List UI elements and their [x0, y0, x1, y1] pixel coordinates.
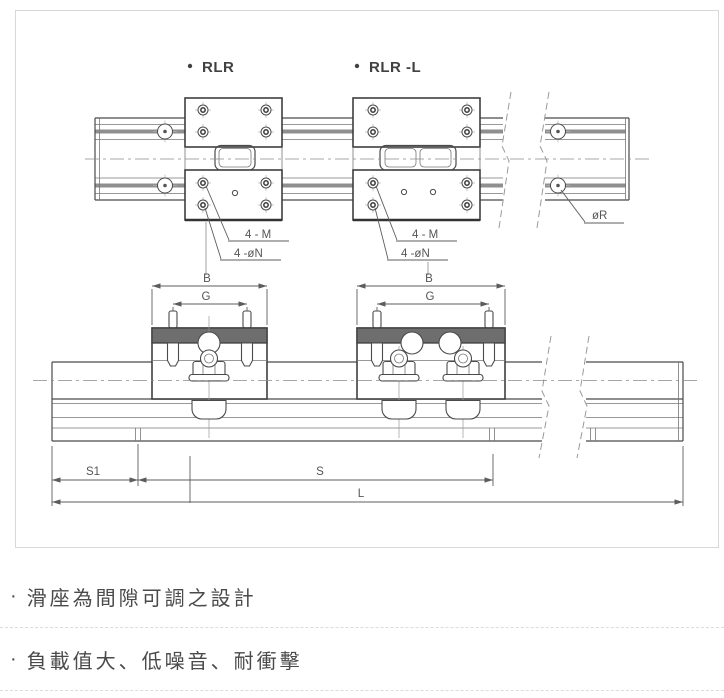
variant-label-rlr-l: RLR -L — [354, 59, 421, 76]
bullet-dot-icon — [354, 63, 360, 69]
adjustment-window — [214, 144, 256, 171]
roller — [438, 331, 462, 355]
carriage-bottom-plate — [352, 169, 481, 221]
carriage-rlr-l-front — [356, 310, 506, 438]
bolt-hole — [459, 197, 475, 213]
svg-text:4 -øN: 4 -øN — [234, 248, 263, 260]
svg-text:G: G — [426, 291, 435, 303]
variant-name: RLR -L — [369, 59, 421, 76]
label-4on-rlr: 4 -øN — [204, 207, 281, 261]
rail-groove — [95, 129, 503, 134]
top-view: 4 - M 4 -øN 4 - M 4 -øN øR — [85, 91, 652, 275]
roller — [400, 331, 424, 355]
bolt-hole — [365, 197, 381, 213]
bolt-hole — [459, 175, 475, 191]
svg-text:4 -øN: 4 -øN — [401, 248, 430, 260]
center-hole — [400, 188, 408, 196]
dim-g-rlr-l: G — [376, 291, 490, 311]
technical-drawing: RLR RLR -L — [33, 59, 700, 506]
dim-b-rlr: B — [151, 273, 268, 325]
label-4m-rlr-l: 4 - M — [375, 185, 457, 242]
bolt-hole — [195, 102, 211, 118]
feature-list: · 滑座為間隙可調之設計 · 負載值大、低噪音、耐衝擊 — [0, 565, 724, 691]
dim-g-rlr: G — [172, 291, 248, 311]
dimensions: B G B G S — [51, 273, 684, 506]
feature-item: · 負載值大、低噪音、耐衝擊 — [0, 628, 724, 691]
variant-label-rlr: RLR — [187, 59, 234, 76]
carriage-rlr-l-top — [352, 97, 481, 222]
shaft-screw-head — [546, 174, 570, 197]
bolt-hole — [258, 102, 274, 118]
svg-text:L: L — [358, 488, 365, 500]
svg-text:B: B — [203, 273, 211, 285]
bullet-dot-icon — [187, 63, 193, 69]
center-hole — [429, 188, 437, 196]
label-or: øR — [560, 189, 624, 224]
rail-groove — [95, 183, 503, 188]
bolt-hole — [459, 124, 475, 140]
bolt-hole — [195, 175, 211, 191]
adjust-bolt — [370, 342, 384, 367]
feature-text: 滑座為間隙可調之設計 — [26, 587, 257, 610]
bolt-head-under-rail — [381, 399, 417, 420]
catalog-diagram-panel: RLR RLR -L — [15, 10, 719, 548]
svg-text:S1: S1 — [86, 466, 100, 478]
adjust-stud — [484, 310, 494, 329]
bolt-hole — [365, 102, 381, 118]
bolt-head-under-rail — [191, 399, 227, 420]
label-4m-rlr: 4 - M — [205, 185, 289, 242]
dim-l: L — [52, 488, 683, 505]
bolt-hole — [195, 124, 211, 140]
adjustment-window — [379, 144, 457, 171]
flange-nut — [442, 349, 484, 382]
svg-text:S: S — [316, 466, 324, 478]
svg-text:øR: øR — [592, 210, 607, 222]
adjust-stud — [372, 310, 382, 329]
center-hole — [231, 189, 239, 197]
bolt-hole — [365, 124, 381, 140]
bolt-hole — [195, 197, 211, 213]
flange-nut — [188, 349, 230, 382]
feature-text: 負載值大、低噪音、耐衝擊 — [26, 650, 303, 673]
shaft-screw-head — [153, 120, 177, 143]
adjust-stud — [242, 310, 252, 329]
label-4on-rlr-l: 4 -øN — [374, 207, 448, 261]
adjust-bolt — [482, 342, 496, 367]
break-lines — [538, 335, 590, 459]
feature-item: · 滑座為間隙可調之設計 — [0, 565, 724, 628]
dim-s1: S1 — [52, 466, 138, 483]
bolt-head-under-rail — [445, 399, 481, 420]
bolt-hole — [258, 175, 274, 191]
svg-text:4 - M: 4 - M — [412, 229, 438, 241]
svg-text:4 - M: 4 - M — [245, 229, 271, 241]
variant-name: RLR — [202, 59, 234, 76]
rail-mounting-hole — [135, 428, 596, 441]
bolt-hole — [258, 124, 274, 140]
shaft-screw-head — [546, 120, 570, 143]
bolt-hole — [258, 197, 274, 213]
bullet-dot-icon: · — [10, 647, 17, 670]
svg-text:G: G — [202, 291, 211, 303]
dim-s: S — [138, 466, 493, 483]
adjust-bolt — [240, 342, 254, 367]
carriage-top-bar — [356, 327, 506, 344]
break-lines — [498, 91, 550, 229]
bolt-hole — [459, 102, 475, 118]
adjust-bolt — [166, 342, 180, 367]
bullet-dot-icon: · — [10, 584, 17, 607]
bolt-hole — [365, 175, 381, 191]
dim-b-rlr-l: B — [356, 273, 506, 325]
front-view — [33, 310, 700, 459]
svg-text:B: B — [425, 273, 433, 285]
flange-nut — [378, 349, 420, 382]
shaft-screw-head — [153, 174, 177, 197]
adjust-stud — [168, 310, 178, 329]
carriage-rlr-front — [151, 310, 268, 438]
